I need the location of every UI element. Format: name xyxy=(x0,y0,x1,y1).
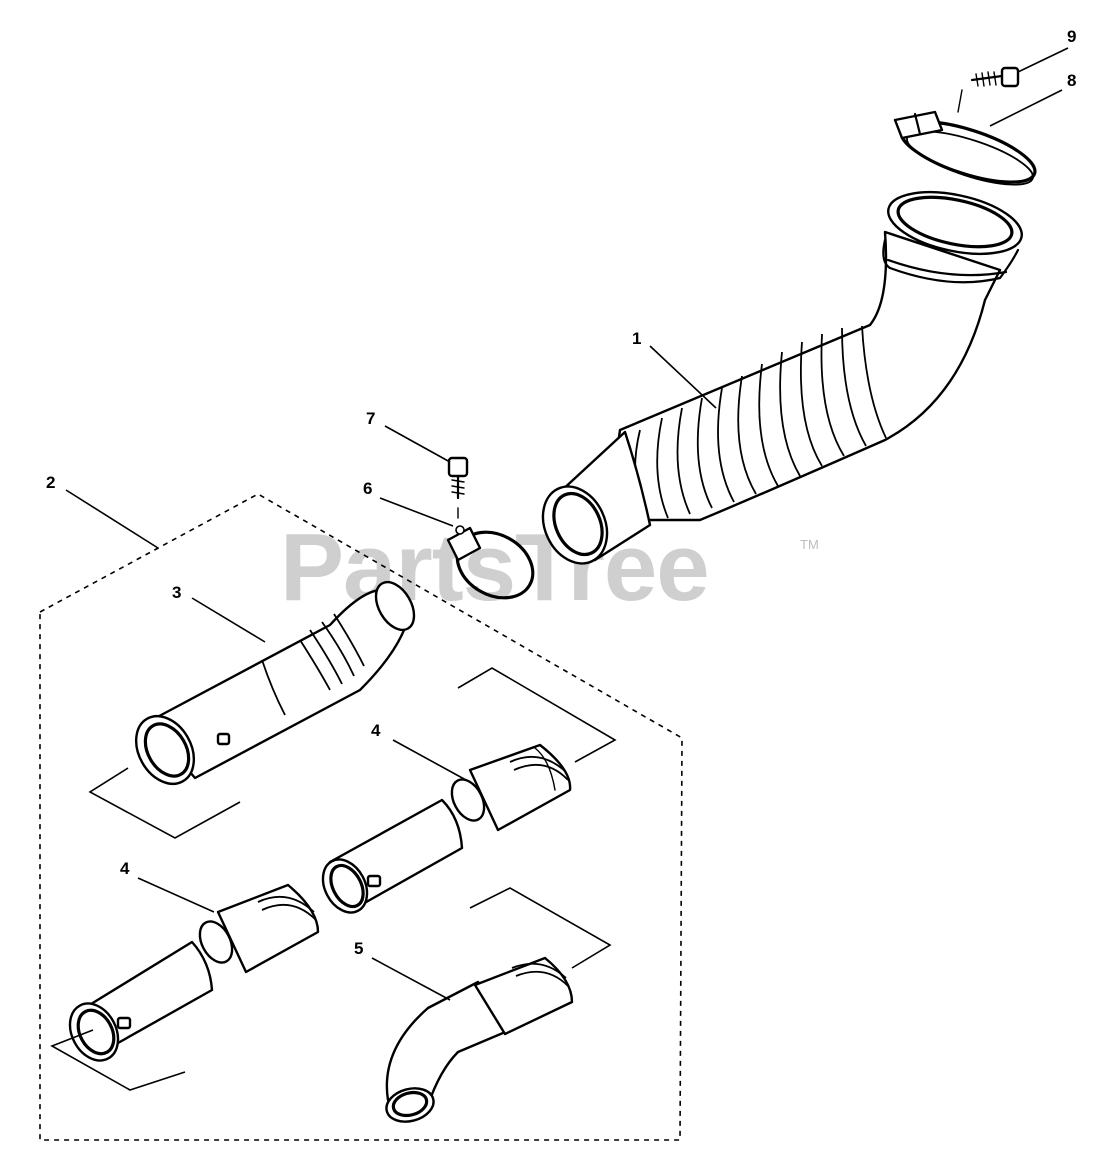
callout-3: 3 xyxy=(172,583,182,602)
part-1-flex-hose xyxy=(541,190,1023,565)
alignment-brackets xyxy=(50,667,617,1091)
trademark-symbol: TM xyxy=(800,537,819,552)
callout-9: 9 xyxy=(1067,27,1077,46)
part-4-lower-tube xyxy=(68,883,320,1062)
part-9-screw xyxy=(957,66,1020,113)
callout-1: 1 xyxy=(632,329,642,348)
callout-7: 7 xyxy=(366,409,376,428)
callout-5: 5 xyxy=(354,939,364,958)
part-6-small-clamp xyxy=(446,525,535,600)
callout-8: 8 xyxy=(1067,71,1077,90)
callout-2: 2 xyxy=(46,473,56,492)
part-7-screw xyxy=(447,456,469,519)
part-4-upper-tube xyxy=(321,743,572,914)
callout-4-upper: 4 xyxy=(371,721,381,740)
partstree-watermark: PartsTree xyxy=(280,514,710,621)
callout-leaders xyxy=(65,47,1069,1001)
part-5-elbow-nozzle xyxy=(385,956,574,1123)
part-8-hose-clamp xyxy=(893,110,1037,186)
callout-6: 6 xyxy=(363,479,373,498)
callout-4-lower: 4 xyxy=(120,859,130,878)
part-3-upper-tube xyxy=(134,580,416,785)
